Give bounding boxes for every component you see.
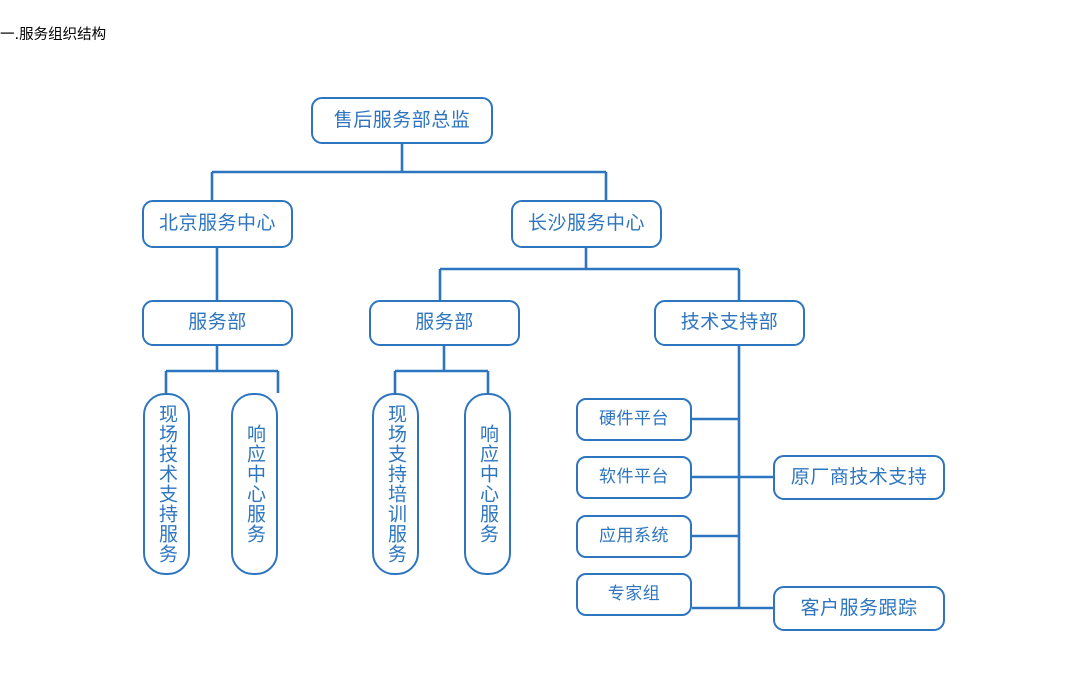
node-expert-group[interactable]: 专家组: [576, 573, 692, 616]
node-oem-technical-support[interactable]: 原厂商技术支持: [773, 455, 945, 500]
node-onsite-technical-support-service[interactable]: 现场技术支持服务: [143, 393, 190, 575]
node-label: 响应中心服务: [477, 424, 499, 544]
node-label: 北京服务中心: [158, 212, 276, 235]
node-label: 技术支持部: [680, 311, 779, 334]
node-technical-support-dept[interactable]: 技术支持部: [654, 300, 805, 346]
node-label: 长沙服务中心: [527, 212, 645, 235]
node-label: 应用系统: [599, 525, 669, 546]
node-response-center-service-changsha[interactable]: 响应中心服务: [464, 393, 511, 575]
node-changsha-service-center[interactable]: 长沙服务中心: [511, 200, 662, 248]
node-service-dept-changsha[interactable]: 服务部: [369, 300, 520, 346]
node-label: 服务部: [188, 311, 247, 334]
node-label: 专家组: [607, 583, 661, 604]
node-label: 现场技术支持服务: [156, 404, 178, 564]
node-label: 现场支持培训服务: [385, 404, 407, 564]
node-label: 硬件平台: [599, 408, 669, 429]
node-label: 响应中心服务: [244, 424, 266, 544]
node-label: 客户服务跟踪: [800, 596, 918, 619]
node-response-center-service-beijing[interactable]: 响应中心服务: [231, 393, 278, 575]
node-label: 软件平台: [599, 466, 669, 487]
node-hardware-platform[interactable]: 硬件平台: [576, 398, 692, 441]
node-label: 售后服务部总监: [333, 108, 471, 131]
node-after-sales-director[interactable]: 售后服务部总监: [311, 97, 493, 144]
node-label: 服务部: [415, 311, 474, 334]
node-service-dept-beijing[interactable]: 服务部: [142, 300, 293, 346]
page-title: 一.服务组织结构: [0, 27, 107, 43]
node-software-platform[interactable]: 软件平台: [576, 456, 692, 499]
node-customer-service-tracking[interactable]: 客户服务跟踪: [773, 586, 945, 631]
node-label: 原厂商技术支持: [790, 465, 928, 488]
node-beijing-service-center[interactable]: 北京服务中心: [142, 200, 293, 248]
node-onsite-support-training-service[interactable]: 现场支持培训服务: [372, 393, 419, 575]
node-application-system[interactable]: 应用系统: [576, 515, 692, 558]
